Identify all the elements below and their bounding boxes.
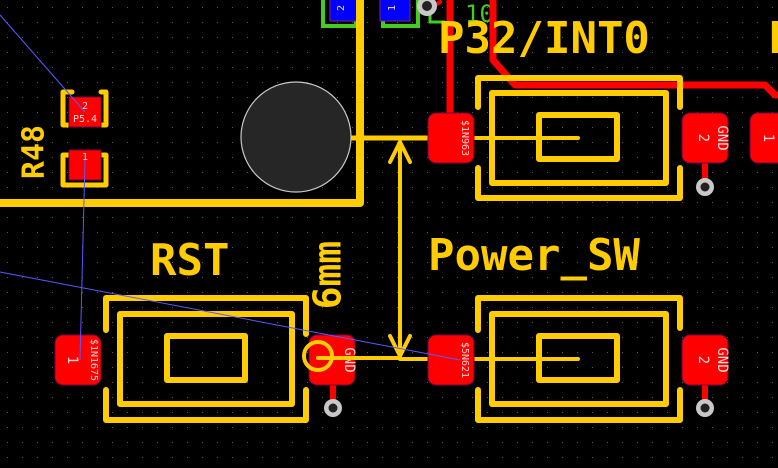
power-switch-component[interactable]: Power_SW $5N621 2 GND: [398, 230, 730, 423]
rst-pad-1[interactable]: [54, 334, 102, 386]
ratsnest-line: [0, 271, 461, 361]
dimension-6mm[interactable]: 6mm: [306, 140, 412, 358]
mounting-hole-circle: [240, 81, 352, 193]
rst-pad-1-net: $1N1675: [88, 339, 99, 381]
r48-designator: R48: [17, 125, 52, 179]
track-segment: [489, 0, 778, 99]
p32-pad-2-net: GND: [714, 125, 730, 150]
ratsnest-line: [79, 159, 86, 361]
via-top[interactable]: [417, 0, 437, 16]
r48-component[interactable]: 2 P5.4 1 R48: [17, 89, 109, 188]
r48-pad-2-number: 2: [82, 101, 88, 112]
power-pad-1[interactable]: [427, 334, 475, 386]
silkscreen-lines: [0, 0, 458, 207]
r48-pad-2-net: P5.4: [73, 114, 97, 125]
dimension-value: 6mm: [306, 241, 350, 310]
ratsnest-line: [0, 14, 86, 113]
p32-pad-1-net: $1N963: [459, 120, 470, 156]
p32-switch-label: P32/INT0: [438, 13, 650, 64]
power-switch-label: Power_SW: [428, 230, 640, 281]
header-pad-2-number: 2: [336, 5, 347, 11]
via-hole: [700, 403, 710, 413]
p32-right-pad-number: 1: [760, 134, 776, 142]
ratsnest-connections: [0, 14, 461, 361]
header-outline-corner: [428, 15, 445, 24]
p32-switch-component[interactable]: P32/INT0 F $1N963 2 GND 1: [427, 13, 778, 201]
rst-pad-1-number: 1: [64, 356, 80, 364]
power-pad-2-number: 2: [695, 356, 711, 364]
mounting-hole[interactable]: [240, 81, 352, 193]
board-edge-line: [0, 0, 364, 207]
p32-pad-2[interactable]: [681, 112, 729, 164]
via-hole: [700, 182, 710, 192]
r48-pad-1-number: 1: [82, 152, 88, 163]
power-pad-1-net: $5N621: [459, 342, 470, 378]
via-hole: [328, 403, 338, 413]
p32-pad-1[interactable]: [427, 112, 475, 164]
header-partial-label: 10: [465, 0, 494, 28]
power-pad-2-net: GND: [714, 347, 730, 372]
rst-switch-component[interactable]: RST 1 $1N1675 GND: [54, 235, 402, 423]
p32-switch-label-cut: F: [768, 13, 778, 64]
header-pad-1[interactable]: [379, 0, 411, 22]
power-pad-2[interactable]: [681, 334, 729, 386]
p32-right-pad[interactable]: [749, 112, 778, 164]
rst-switch-label: RST: [150, 235, 229, 286]
p32-pad-2-number: 2: [695, 134, 711, 142]
dimension-arrow-top: [388, 140, 412, 164]
header-pad-1-number: 1: [387, 5, 398, 11]
